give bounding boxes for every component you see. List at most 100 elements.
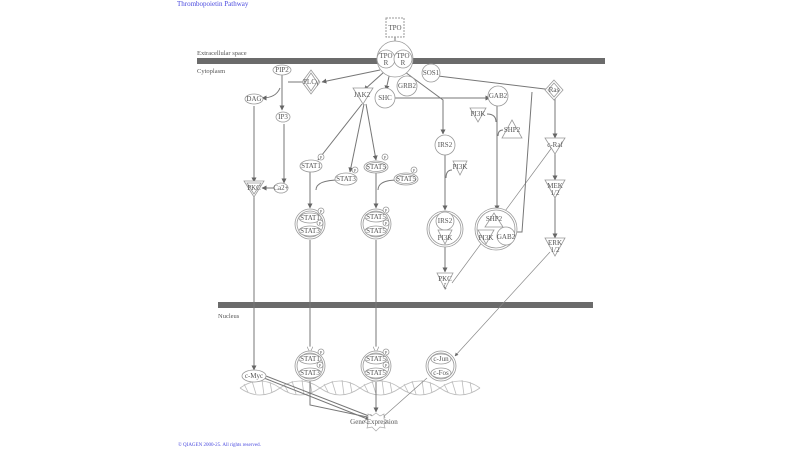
svg-text:DAG: DAG [246,95,261,103]
node-tpo-receptor[interactable]: TPO R TPO R [376,40,414,78]
complex-shp2-pi3k-gab2[interactable]: SHP2 PI3K GAB2 [474,207,518,251]
svg-text:MEK: MEK [547,182,563,190]
svg-text:STAT1: STAT1 [301,162,321,170]
nucleus-label: Nucleus [218,313,240,320]
complex-irs2-pi3k[interactable]: IRS2 PI3K [426,210,464,248]
complex-nuclear-stat5-stat5[interactable]: STAT5 STAT5 P P [360,348,392,382]
svg-text:STAT3: STAT3 [336,175,356,183]
svg-text:Ras: Ras [549,86,560,94]
node-stat5-b[interactable]: STAT5 P [393,166,419,186]
node-stat1[interactable]: STAT1 P [299,153,325,173]
svg-text:IP3: IP3 [278,113,288,121]
svg-text:c-Myc: c-Myc [245,372,263,380]
nuclear-membrane [218,302,593,308]
node-pkc[interactable]: PKC [243,180,265,198]
svg-text:P: P [413,168,416,173]
svg-text:R: R [401,59,406,67]
node-craf[interactable]: c-Raf [544,137,566,155]
diagram-title[interactable]: Thrombopoietin Pathway [177,0,249,8]
node-ca2[interactable]: Ca2+ [273,182,289,194]
node-jak2[interactable]: JAK2 [352,87,374,105]
node-shp2[interactable]: SHP2 [501,119,523,139]
copyright-link[interactable]: © QIAGEN 2000-25. All rights reserved. [178,443,261,448]
svg-text:TPO: TPO [379,52,392,60]
svg-text:P: P [385,350,388,355]
svg-text:IRS2: IRS2 [438,217,453,225]
node-c-myc[interactable]: c-Myc [241,369,267,383]
node-pi3k-irs[interactable]: PI3K [452,160,468,176]
svg-text:P: P [385,221,388,226]
svg-text:1/2: 1/2 [551,189,560,197]
svg-text:PLCγ: PLCγ [303,78,319,86]
node-gab2[interactable]: GAB2 [487,85,509,107]
svg-text:IRS2: IRS2 [438,141,453,149]
svg-text:STAT1: STAT1 [300,355,320,363]
node-pip2[interactable]: PIP2 [272,64,292,76]
svg-text:STAT5: STAT5 [366,213,386,221]
svg-text:P: P [319,363,322,368]
svg-text:R: R [384,59,389,67]
node-ras[interactable]: Ras [544,79,564,101]
svg-text:STAT5: STAT5 [396,175,416,183]
node-stat3[interactable]: STAT3 P [334,166,359,186]
svg-text:PI3K: PI3K [479,234,494,242]
gene-expression-icon[interactable]: Gene Expression [350,412,398,432]
svg-text:P: P [354,168,357,173]
svg-text:STAT3: STAT3 [300,369,320,377]
svg-text:STAT5: STAT5 [366,227,386,235]
svg-text:PKC: PKC [247,184,261,192]
complex-c-jun-c-fos[interactable]: c-Jun c-Fos [425,350,457,382]
svg-text:STAT5: STAT5 [366,355,386,363]
node-ip3[interactable]: IP3 [275,111,291,123]
svg-text:GAB2: GAB2 [489,92,508,100]
svg-text:STAT5: STAT5 [366,369,386,377]
extracellular-label: Extracellular space [197,50,247,57]
node-pi3k[interactable]: PI3K [469,107,487,123]
svg-text:SOS1: SOS1 [423,69,440,77]
svg-text:P: P [384,155,387,160]
svg-text:PI3K: PI3K [438,234,453,242]
svg-text:PI3K: PI3K [471,110,486,118]
node-stat5-a[interactable]: STAT5 P [363,153,389,174]
svg-text:PI3K: PI3K [453,163,468,171]
svg-text:STAT1: STAT1 [300,214,320,222]
svg-text:JAK2: JAK2 [354,91,371,99]
svg-text:GAB2: GAB2 [497,233,516,241]
svg-text:PKC: PKC [438,275,452,283]
svg-text:c-Raf: c-Raf [547,141,563,149]
svg-text:TPO: TPO [388,24,401,32]
svg-text:STAT5: STAT5 [366,163,386,171]
svg-text:SHC: SHC [378,94,392,102]
svg-text:SHP2: SHP2 [504,126,521,134]
edges [251,37,558,421]
svg-text:GRB2: GRB2 [398,82,416,90]
node-shc[interactable]: SHC [374,87,396,109]
svg-text:STAT3: STAT3 [300,227,320,235]
node-tpo[interactable]: TPO [385,17,405,38]
node-mek[interactable]: MEK 1/2 [544,179,566,199]
svg-text:c-Fos: c-Fos [433,369,449,377]
node-erk[interactable]: ERK 1/2 [544,237,566,257]
svg-text:P: P [320,155,323,160]
svg-text:1/2: 1/2 [551,246,560,254]
svg-text:ζ: ζ [444,282,447,290]
svg-text:P: P [320,350,323,355]
node-plcg[interactable]: PLCγ [301,69,321,95]
node-irs2[interactable]: IRS2 [434,134,456,156]
cytoplasm-label: Cytoplasm [197,68,225,75]
svg-text:TPO: TPO [396,52,409,60]
node-dag[interactable]: DAG [244,93,264,105]
svg-text:ERK: ERK [548,239,562,247]
node-grb2[interactable]: GRB2 [396,75,418,97]
complex-nuclear-stat1-stat3[interactable]: STAT1 STAT3 P P [294,348,326,382]
complex-stat5-stat5[interactable]: STAT5 STAT5 P P [360,206,392,240]
svg-text:P: P [385,363,388,368]
node-pkc-zeta[interactable]: PKC ζ [436,272,454,290]
svg-text:P: P [385,208,388,213]
complex-stat1-stat3[interactable]: STAT1 STAT3 P P [294,207,326,240]
dna-helix-icon [239,379,481,396]
node-sos1[interactable]: SOS1 [421,63,441,83]
svg-text:P: P [319,221,322,226]
svg-text:SHP2: SHP2 [486,215,503,223]
